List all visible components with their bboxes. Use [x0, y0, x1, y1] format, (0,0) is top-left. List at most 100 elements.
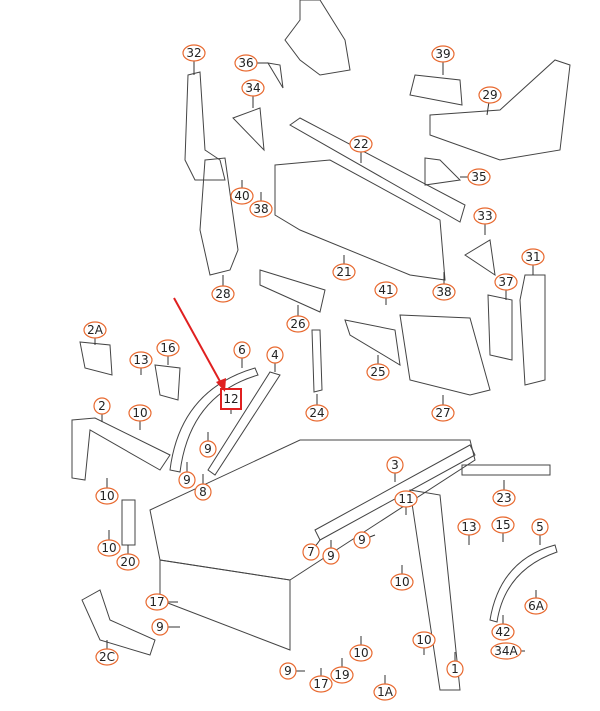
part-2-strut — [71, 417, 171, 481]
part-33-bracket — [464, 239, 496, 277]
part-39-bracket — [409, 74, 463, 106]
callout-38[interactable]: 38 — [249, 192, 273, 218]
callout-22[interactable]: 22 — [349, 135, 373, 163]
part-28-panel — [199, 157, 239, 276]
part-25-plate — [344, 319, 401, 366]
callout-15[interactable]: 15 — [491, 516, 515, 542]
part-4-rail — [207, 371, 281, 476]
callout-badge — [309, 675, 333, 693]
callout-badge — [116, 553, 140, 571]
callout-17[interactable]: 17 — [145, 593, 178, 611]
callout-text: 20 — [120, 555, 135, 569]
callout-4[interactable]: 4 — [266, 346, 284, 372]
callout-27[interactable]: 27 — [431, 395, 455, 422]
callout-12[interactable]: 12 — [220, 388, 242, 414]
callout-13[interactable]: 13 — [457, 518, 481, 545]
callout-badge — [390, 573, 414, 591]
callout-31[interactable]: 31 — [521, 248, 545, 275]
callout-badge — [230, 187, 254, 205]
callout-10[interactable]: 10 — [412, 631, 436, 655]
callout-38[interactable]: 38 — [432, 272, 456, 301]
highlight-arrow — [173, 297, 226, 392]
callout-6A[interactable]: 6A — [524, 590, 548, 615]
callout-text: 37 — [498, 275, 513, 289]
callout-text: 10 — [99, 489, 114, 503]
callout-10[interactable]: 10 — [349, 636, 373, 662]
callout-40[interactable]: 40 — [230, 180, 254, 205]
callout-1[interactable]: 1 — [446, 652, 464, 678]
callout-badge — [266, 346, 284, 364]
callout-5[interactable]: 5 — [531, 518, 549, 545]
callout-11[interactable]: 11 — [394, 490, 418, 515]
callout-badge — [151, 618, 169, 636]
callout-9[interactable]: 9 — [151, 618, 180, 636]
callout-25[interactable]: 25 — [366, 355, 390, 381]
callout-13[interactable]: 13 — [129, 351, 153, 375]
callout-badge — [373, 683, 397, 701]
callout-41[interactable]: 41 — [374, 281, 398, 305]
callout-9[interactable]: 9 — [279, 662, 305, 680]
callout-20[interactable]: 20 — [116, 545, 140, 571]
callout-text: 31 — [525, 250, 540, 264]
callout-10[interactable]: 10 — [95, 478, 119, 505]
callout-19[interactable]: 19 — [330, 658, 354, 684]
callout-37[interactable]: 37 — [494, 273, 518, 300]
callout-text: 35 — [471, 170, 486, 184]
callout-10[interactable]: 10 — [97, 530, 121, 557]
callout-badge — [93, 397, 111, 415]
callout-23[interactable]: 23 — [492, 480, 516, 507]
callout-badge — [432, 283, 456, 301]
callout-badge — [156, 339, 180, 357]
part-2A-bracket — [79, 341, 113, 376]
callout-32[interactable]: 32 — [182, 44, 206, 75]
part-6-arch — [169, 367, 259, 473]
callout-text: 9 — [156, 620, 164, 634]
callout-9[interactable]: 9 — [178, 462, 196, 489]
callout-2C[interactable]: 2C — [95, 640, 119, 666]
callout-36[interactable]: 36 — [234, 54, 268, 72]
callout-29[interactable]: 29 — [478, 86, 502, 116]
callout-7[interactable]: 7 — [302, 539, 321, 561]
callout-3[interactable]: 3 — [386, 456, 404, 482]
callout-1A[interactable]: 1A — [373, 675, 397, 701]
callout-text: 9 — [327, 549, 335, 563]
callout-34[interactable]: 34 — [241, 79, 265, 108]
callout-26[interactable]: 26 — [286, 305, 310, 333]
callout-text: 13 — [461, 520, 476, 534]
part-22-crossmember — [289, 117, 466, 223]
callout-39[interactable]: 39 — [431, 45, 455, 75]
callout-text: 8 — [199, 485, 207, 499]
callout-2A[interactable]: 2A — [83, 321, 107, 345]
callout-2[interactable]: 2 — [93, 397, 111, 422]
part-drawings — [71, 0, 571, 691]
callout-text: 24 — [309, 406, 324, 420]
callout-21[interactable]: 21 — [332, 255, 356, 281]
callout-text: 19 — [334, 668, 349, 682]
callout-10[interactable]: 10 — [128, 404, 152, 430]
callout-text: 7 — [307, 545, 315, 559]
callout-24[interactable]: 24 — [305, 394, 329, 422]
callout-badge — [302, 543, 320, 561]
callout-8[interactable]: 8 — [194, 474, 212, 501]
callout-badge — [446, 660, 464, 678]
callout-9[interactable]: 9 — [353, 531, 376, 549]
callout-badge — [249, 200, 273, 218]
callout-text: 22 — [353, 137, 368, 151]
callout-28[interactable]: 28 — [211, 275, 235, 303]
callout-35[interactable]: 35 — [460, 168, 491, 186]
callout-badge — [386, 456, 404, 474]
callout-10[interactable]: 10 — [390, 565, 414, 591]
callout-16[interactable]: 16 — [156, 339, 180, 365]
callout-34A[interactable]: 34A — [490, 642, 525, 660]
callout-badge — [95, 648, 119, 666]
callout-badge — [234, 54, 258, 72]
callout-6[interactable]: 6 — [233, 341, 251, 368]
callout-9[interactable]: 9 — [322, 540, 340, 565]
callout-text: 27 — [435, 406, 450, 420]
callout-17[interactable]: 17 — [309, 668, 333, 693]
callout-42[interactable]: 42 — [491, 615, 515, 641]
callout-33[interactable]: 33 — [473, 207, 497, 235]
callout-text: 6 — [238, 343, 246, 357]
callout-9[interactable]: 9 — [199, 432, 217, 458]
